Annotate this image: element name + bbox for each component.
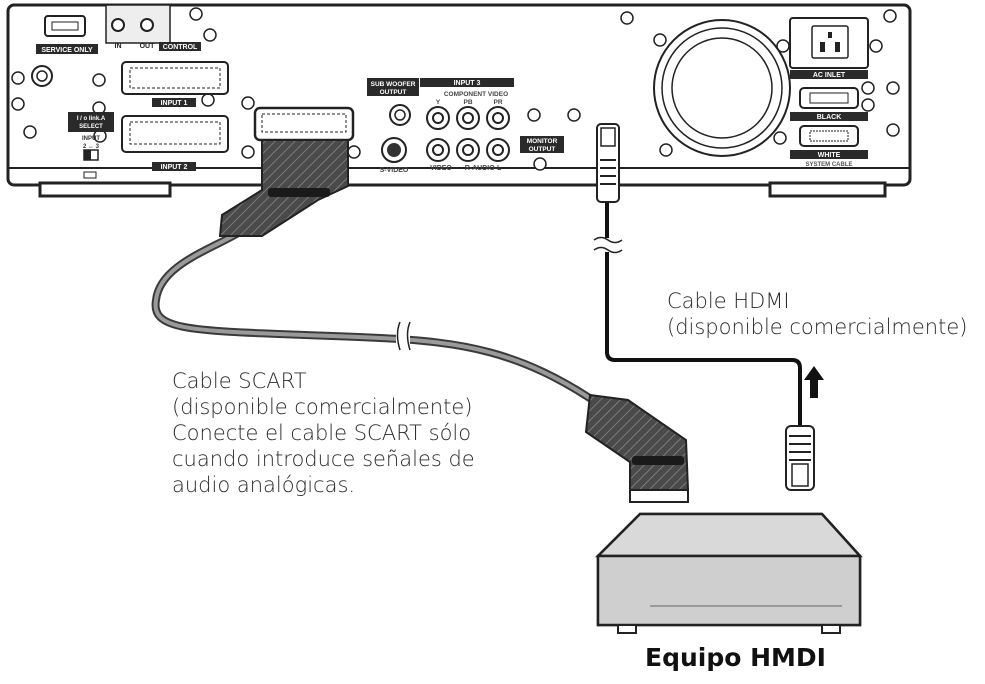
control-out-jack (140, 18, 154, 32)
input2-scart-socket (121, 115, 229, 153)
hdmi-equipment-box (594, 512, 863, 634)
scart-cable (151, 139, 690, 503)
control-in-jack (111, 18, 125, 32)
video-label: VIDEO (430, 165, 452, 172)
iolink-title: I / o link.A (77, 116, 106, 122)
hdmi-cable (593, 123, 824, 491)
black-label: BLACK (817, 114, 842, 121)
input1-scart-socket (121, 61, 229, 95)
system-cable-label: SYSTEM CABLE (805, 162, 852, 168)
subwoofer-output-label: OUTPUT (380, 89, 407, 96)
monitor-label: MONITOR (527, 138, 558, 145)
control-out-label: OUT (140, 43, 156, 50)
subwoofer-label: SUB WOOFER (371, 81, 416, 88)
svideo-label: S-VIDEO (380, 167, 409, 174)
device-label: Equipo HMDI (645, 643, 826, 672)
hdmi-cable-label-line: (disponible comercialmente) (667, 315, 968, 339)
ac-inlet-label: AC INLET (813, 72, 846, 79)
scart-cable-label: Cable SCART (disponible comercialmente) … (172, 368, 475, 498)
scart-cable-label-line: Cable SCART (172, 369, 307, 393)
iolink-input: INPUT (82, 136, 100, 142)
hdmi-cable-label: Cable HDMI (disponible comercialmente) (667, 288, 967, 340)
y-label: Y (436, 99, 441, 106)
r-audio-l-label: R-AUDIO-L (465, 165, 502, 172)
scart-cable-label-line: Conecte el cable SCART sólo (172, 421, 472, 445)
input3-label: INPUT 3 (454, 80, 481, 87)
iolink-range: 2 ↔ 3 (83, 144, 100, 150)
input2-label: INPUT 2 (161, 164, 188, 171)
scart-cable-label-line: audio analógicas. (172, 473, 356, 497)
white-label: WHITE (818, 152, 841, 159)
rear-panel: SERVICE ONLY IN OUT CONTROL INPUT 1 INPU… (6, 3, 912, 198)
service-only-label: SERVICE ONLY (41, 47, 93, 54)
iolink-select: SELECT (79, 124, 103, 130)
input1-label: INPUT 1 (161, 100, 188, 107)
panel-foot-left (38, 181, 172, 198)
up-arrow-icon (804, 366, 824, 398)
scart-plug-bottom (584, 393, 690, 491)
hdmi-cable-label-line: Cable HDMI (667, 289, 790, 313)
pr-label: PR (493, 99, 502, 106)
scart-socket-connected (253, 106, 355, 142)
control-in-label: IN (115, 43, 122, 50)
control-label: CONTROL (163, 44, 198, 51)
monitor-output-label: OUTPUT (529, 146, 556, 153)
rca-jacks (426, 106, 510, 162)
panel-foot-right (768, 181, 887, 198)
pb-label: PB (463, 99, 472, 106)
scart-cable-label-line: (disponible comercialmente) (172, 395, 473, 419)
component-video-label: COMPONENT VIDEO (444, 91, 508, 98)
scart-cable-label-line: cuando introduce señales de (172, 447, 475, 471)
fan-grille (653, 19, 791, 157)
